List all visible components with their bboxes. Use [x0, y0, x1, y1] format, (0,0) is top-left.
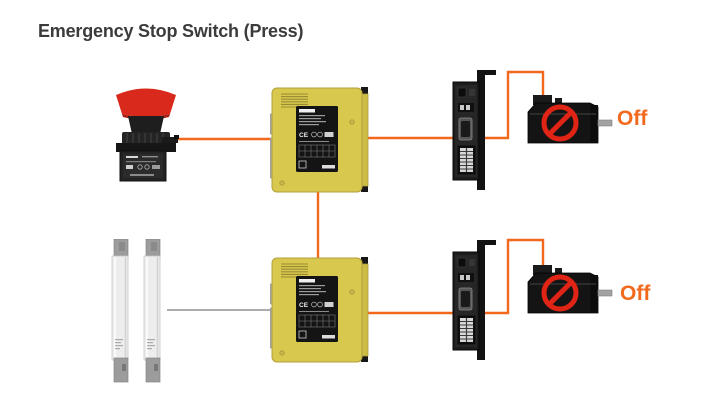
motor-driver-icon	[452, 240, 496, 360]
qr-code-icon	[298, 330, 307, 339]
driver-switch-icon	[460, 105, 464, 110]
estop-neck	[128, 116, 164, 134]
screw-icon	[349, 119, 355, 125]
emergency-stop-switch	[100, 85, 192, 187]
driver-back-plate	[477, 240, 496, 360]
module-spec-label: CE	[296, 106, 338, 172]
safety-controller-icon: CE	[269, 257, 369, 363]
motor-connector-stub	[533, 265, 552, 275]
page-title: Emergency Stop Switch (Press)	[38, 21, 304, 41]
safety-controller-icon: CE	[269, 87, 369, 193]
din-clip-bottom-icon	[361, 182, 368, 192]
light-curtain-icon	[111, 238, 129, 383]
terminal-table	[298, 314, 336, 328]
cert-mark-icon	[324, 302, 334, 307]
motor-driver-top	[450, 70, 498, 195]
status-label-motor-bottom: Off	[620, 282, 651, 305]
curtain-label-stripes	[115, 339, 123, 350]
screw-icon	[349, 289, 355, 295]
motor-connector-stub	[555, 268, 562, 275]
terminal-table	[298, 144, 336, 158]
qr-code-icon	[298, 160, 307, 169]
status-label-motor-top: Off	[617, 107, 648, 130]
motor-shaft	[597, 119, 613, 127]
estop-lever-tip	[174, 135, 179, 139]
prohibition-icon	[541, 274, 579, 312]
driver-switch-icon	[460, 275, 464, 280]
cert-mark-icon	[317, 301, 323, 308]
model-name-bar	[299, 109, 315, 113]
motor-driver-bottom	[450, 240, 498, 365]
servo-motor-bottom	[520, 262, 616, 327]
cert-mark-icon	[324, 132, 334, 137]
ce-mark: CE	[299, 302, 309, 309]
dsub-connector-slot	[461, 291, 470, 307]
estop-mount-plate	[116, 143, 176, 152]
driver-switch-icon	[466, 275, 470, 280]
estop-block-markings	[126, 156, 160, 176]
motor-driver-icon	[452, 70, 496, 190]
din-clip-bottom-icon	[361, 352, 368, 362]
light-curtain-bar-left	[111, 238, 131, 389]
safety-controller-top: CE	[269, 86, 370, 199]
prohibition-icon	[541, 104, 579, 142]
pin-connector-icon	[457, 145, 476, 175]
brand-logo-bar	[322, 335, 335, 339]
screw-icon	[279, 350, 285, 356]
curtain-cap-notch	[122, 364, 126, 371]
curtain-cap-notch	[154, 364, 158, 371]
din-clip-top-icon	[361, 87, 368, 97]
light-curtain-icon	[143, 238, 161, 383]
driver-switch-icon	[466, 105, 470, 110]
pin-connector-icon	[457, 315, 476, 345]
curtain-cap-slot	[151, 242, 157, 251]
curtain-cap-slot	[119, 242, 125, 251]
brand-logo-bar	[322, 165, 335, 169]
motor-connector-stub	[533, 95, 552, 105]
din-clip-top-icon	[361, 257, 368, 267]
estop-lever-arm	[162, 137, 178, 143]
screw-icon	[279, 180, 285, 186]
vent-slots-icon	[281, 93, 308, 108]
dsub-connector-slot	[461, 121, 470, 137]
servo-motor-icon	[527, 265, 613, 314]
curtain-label-stripes	[147, 339, 155, 350]
module-spec-label: CE	[296, 276, 338, 342]
model-name-bar	[299, 279, 315, 283]
motor-shaft	[597, 289, 613, 297]
driver-top-connector	[469, 89, 475, 96]
driver-top-connector	[457, 87, 467, 98]
estop-collar-ribs	[126, 133, 164, 144]
emergency-stop-icon	[116, 88, 179, 182]
cert-mark-icon	[317, 131, 323, 138]
servo-motor-top	[520, 92, 616, 157]
safety-controller-bottom: CE	[269, 256, 370, 369]
estop-collar	[122, 132, 170, 145]
driver-back-plate	[477, 70, 496, 190]
motor-end-cap	[590, 105, 598, 143]
motor-connector-stub	[555, 98, 562, 105]
driver-top-connector	[457, 257, 467, 268]
cert-mark-icon	[311, 131, 317, 138]
driver-top-connector	[469, 259, 475, 266]
cert-mark-icon	[311, 301, 317, 308]
servo-motor-icon	[527, 95, 613, 144]
ce-mark: CE	[299, 132, 309, 139]
motor-end-cap	[590, 275, 598, 313]
light-curtain-bar-right	[143, 238, 163, 389]
estop-mushroom-head	[116, 88, 176, 117]
